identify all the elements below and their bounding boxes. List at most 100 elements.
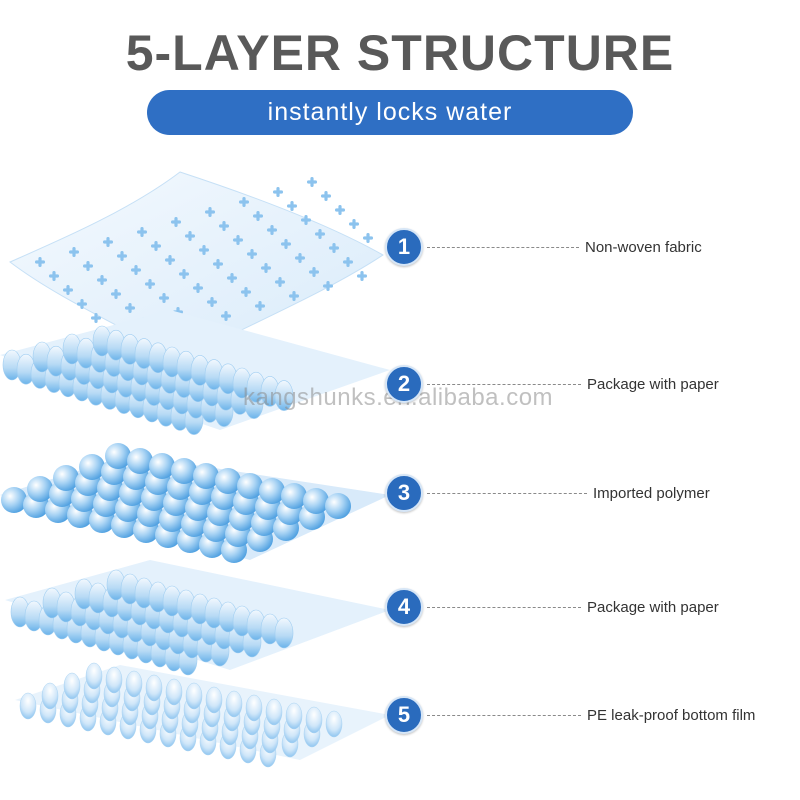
film-ridge	[185, 682, 203, 710]
fabric-dot	[165, 255, 175, 265]
subtitle-text: instantly locks water	[267, 98, 513, 126]
film-ridge	[305, 706, 323, 734]
layer-2-shape	[0, 310, 390, 435]
fabric-dot	[185, 231, 195, 241]
layer-label: Imported polymer	[593, 484, 710, 502]
fabric-dot	[199, 245, 209, 255]
fabric-dot	[287, 201, 297, 211]
layer-label: Package with paper	[587, 598, 719, 616]
fabric-dot	[247, 249, 257, 259]
fabric-dot	[159, 293, 169, 303]
fabric-dot	[83, 261, 93, 271]
film-ridge	[41, 682, 59, 710]
fabric-dot	[103, 237, 113, 247]
fabric-dot	[125, 303, 135, 313]
film-ridge	[105, 666, 123, 694]
polymer-bead	[259, 478, 285, 504]
polymer-bead	[105, 443, 131, 469]
fabric-dot	[315, 229, 325, 239]
fabric-dot	[69, 247, 79, 257]
film-ridge	[225, 690, 243, 718]
film-ridge	[125, 670, 143, 698]
film-ridge	[245, 694, 263, 722]
fabric-dot	[63, 285, 73, 295]
layer-row-4: 4 Package with paper	[385, 588, 719, 626]
layer-number-badge: 1	[385, 228, 423, 266]
fabric-dot	[233, 235, 243, 245]
fiber-wave	[274, 380, 294, 411]
fabric-dot	[321, 191, 331, 201]
fabric-dot	[111, 289, 121, 299]
fabric-dot	[323, 281, 333, 291]
fabric-dot	[343, 257, 353, 267]
polymer-bead	[215, 468, 241, 494]
fabric-dot	[213, 259, 223, 269]
subtitle-banner: instantly locks water	[147, 90, 633, 135]
polymer-bead	[281, 483, 307, 509]
fabric-dot	[171, 217, 181, 227]
fabric-dot	[239, 197, 249, 207]
layer-5-shape	[15, 662, 390, 768]
layer-row-5: 5 PE leak-proof bottom film	[385, 696, 756, 734]
layer-4-shape	[5, 560, 390, 676]
fabric-dot	[281, 239, 291, 249]
fabric-dot	[117, 251, 127, 261]
fabric-dot	[335, 205, 345, 215]
layer-label: Non-woven fabric	[585, 238, 702, 256]
fabric-dot	[253, 211, 263, 221]
fabric-dot	[49, 271, 59, 281]
polymer-bead	[149, 453, 175, 479]
leader-line	[427, 606, 581, 608]
fabric-dot	[151, 241, 161, 251]
fabric-dot	[275, 277, 285, 287]
fabric-dot	[289, 291, 299, 301]
polymer-bead	[171, 458, 197, 484]
fabric-dot	[137, 227, 147, 237]
polymer-bead	[53, 465, 79, 491]
polymer-bead	[79, 454, 105, 480]
fabric-dot	[227, 273, 237, 283]
fabric-dot	[179, 269, 189, 279]
fabric-dot	[145, 279, 155, 289]
fabric-dot	[91, 313, 101, 323]
fabric-dot	[273, 187, 283, 197]
film-ridge	[165, 678, 183, 706]
fabric-dot	[205, 207, 215, 217]
polymer-bead	[127, 448, 153, 474]
film-ridge	[85, 662, 103, 690]
polymer-bead	[325, 493, 351, 519]
layer-3-shape	[0, 443, 390, 563]
film-ridge	[205, 686, 223, 714]
layer-number-badge: 4	[385, 588, 423, 626]
fiber-wave	[274, 617, 294, 649]
fabric-dot	[97, 275, 107, 285]
layer-number-badge: 3	[385, 474, 423, 512]
polymer-bead	[303, 488, 329, 514]
layer-number-badge: 5	[385, 696, 423, 734]
leader-line	[427, 246, 579, 248]
fabric-dot	[221, 311, 231, 321]
layer-label: Package with paper	[587, 375, 719, 393]
polymer-bead	[193, 463, 219, 489]
layer-row-3: 3 Imported polymer	[385, 474, 710, 512]
polymer-bead	[1, 487, 27, 513]
fabric-dot	[309, 267, 319, 277]
fabric-dot	[357, 271, 367, 281]
film-ridge	[285, 702, 303, 730]
fabric-dot	[349, 219, 359, 229]
fabric-dot	[35, 257, 45, 267]
fabric-dot	[261, 263, 271, 273]
leader-line	[427, 492, 587, 494]
film-ridge	[145, 674, 163, 702]
film-ridge	[265, 698, 283, 726]
fabric-dot	[193, 283, 203, 293]
fabric-dot	[301, 215, 311, 225]
layer-row-1: 1 Non-woven fabric	[385, 228, 702, 266]
leader-line	[427, 383, 581, 385]
layer-label: PE leak-proof bottom film	[587, 706, 756, 724]
film-ridge	[325, 710, 343, 738]
fabric-dot	[295, 253, 305, 263]
fabric-dot	[241, 287, 251, 297]
leader-line	[427, 714, 581, 716]
